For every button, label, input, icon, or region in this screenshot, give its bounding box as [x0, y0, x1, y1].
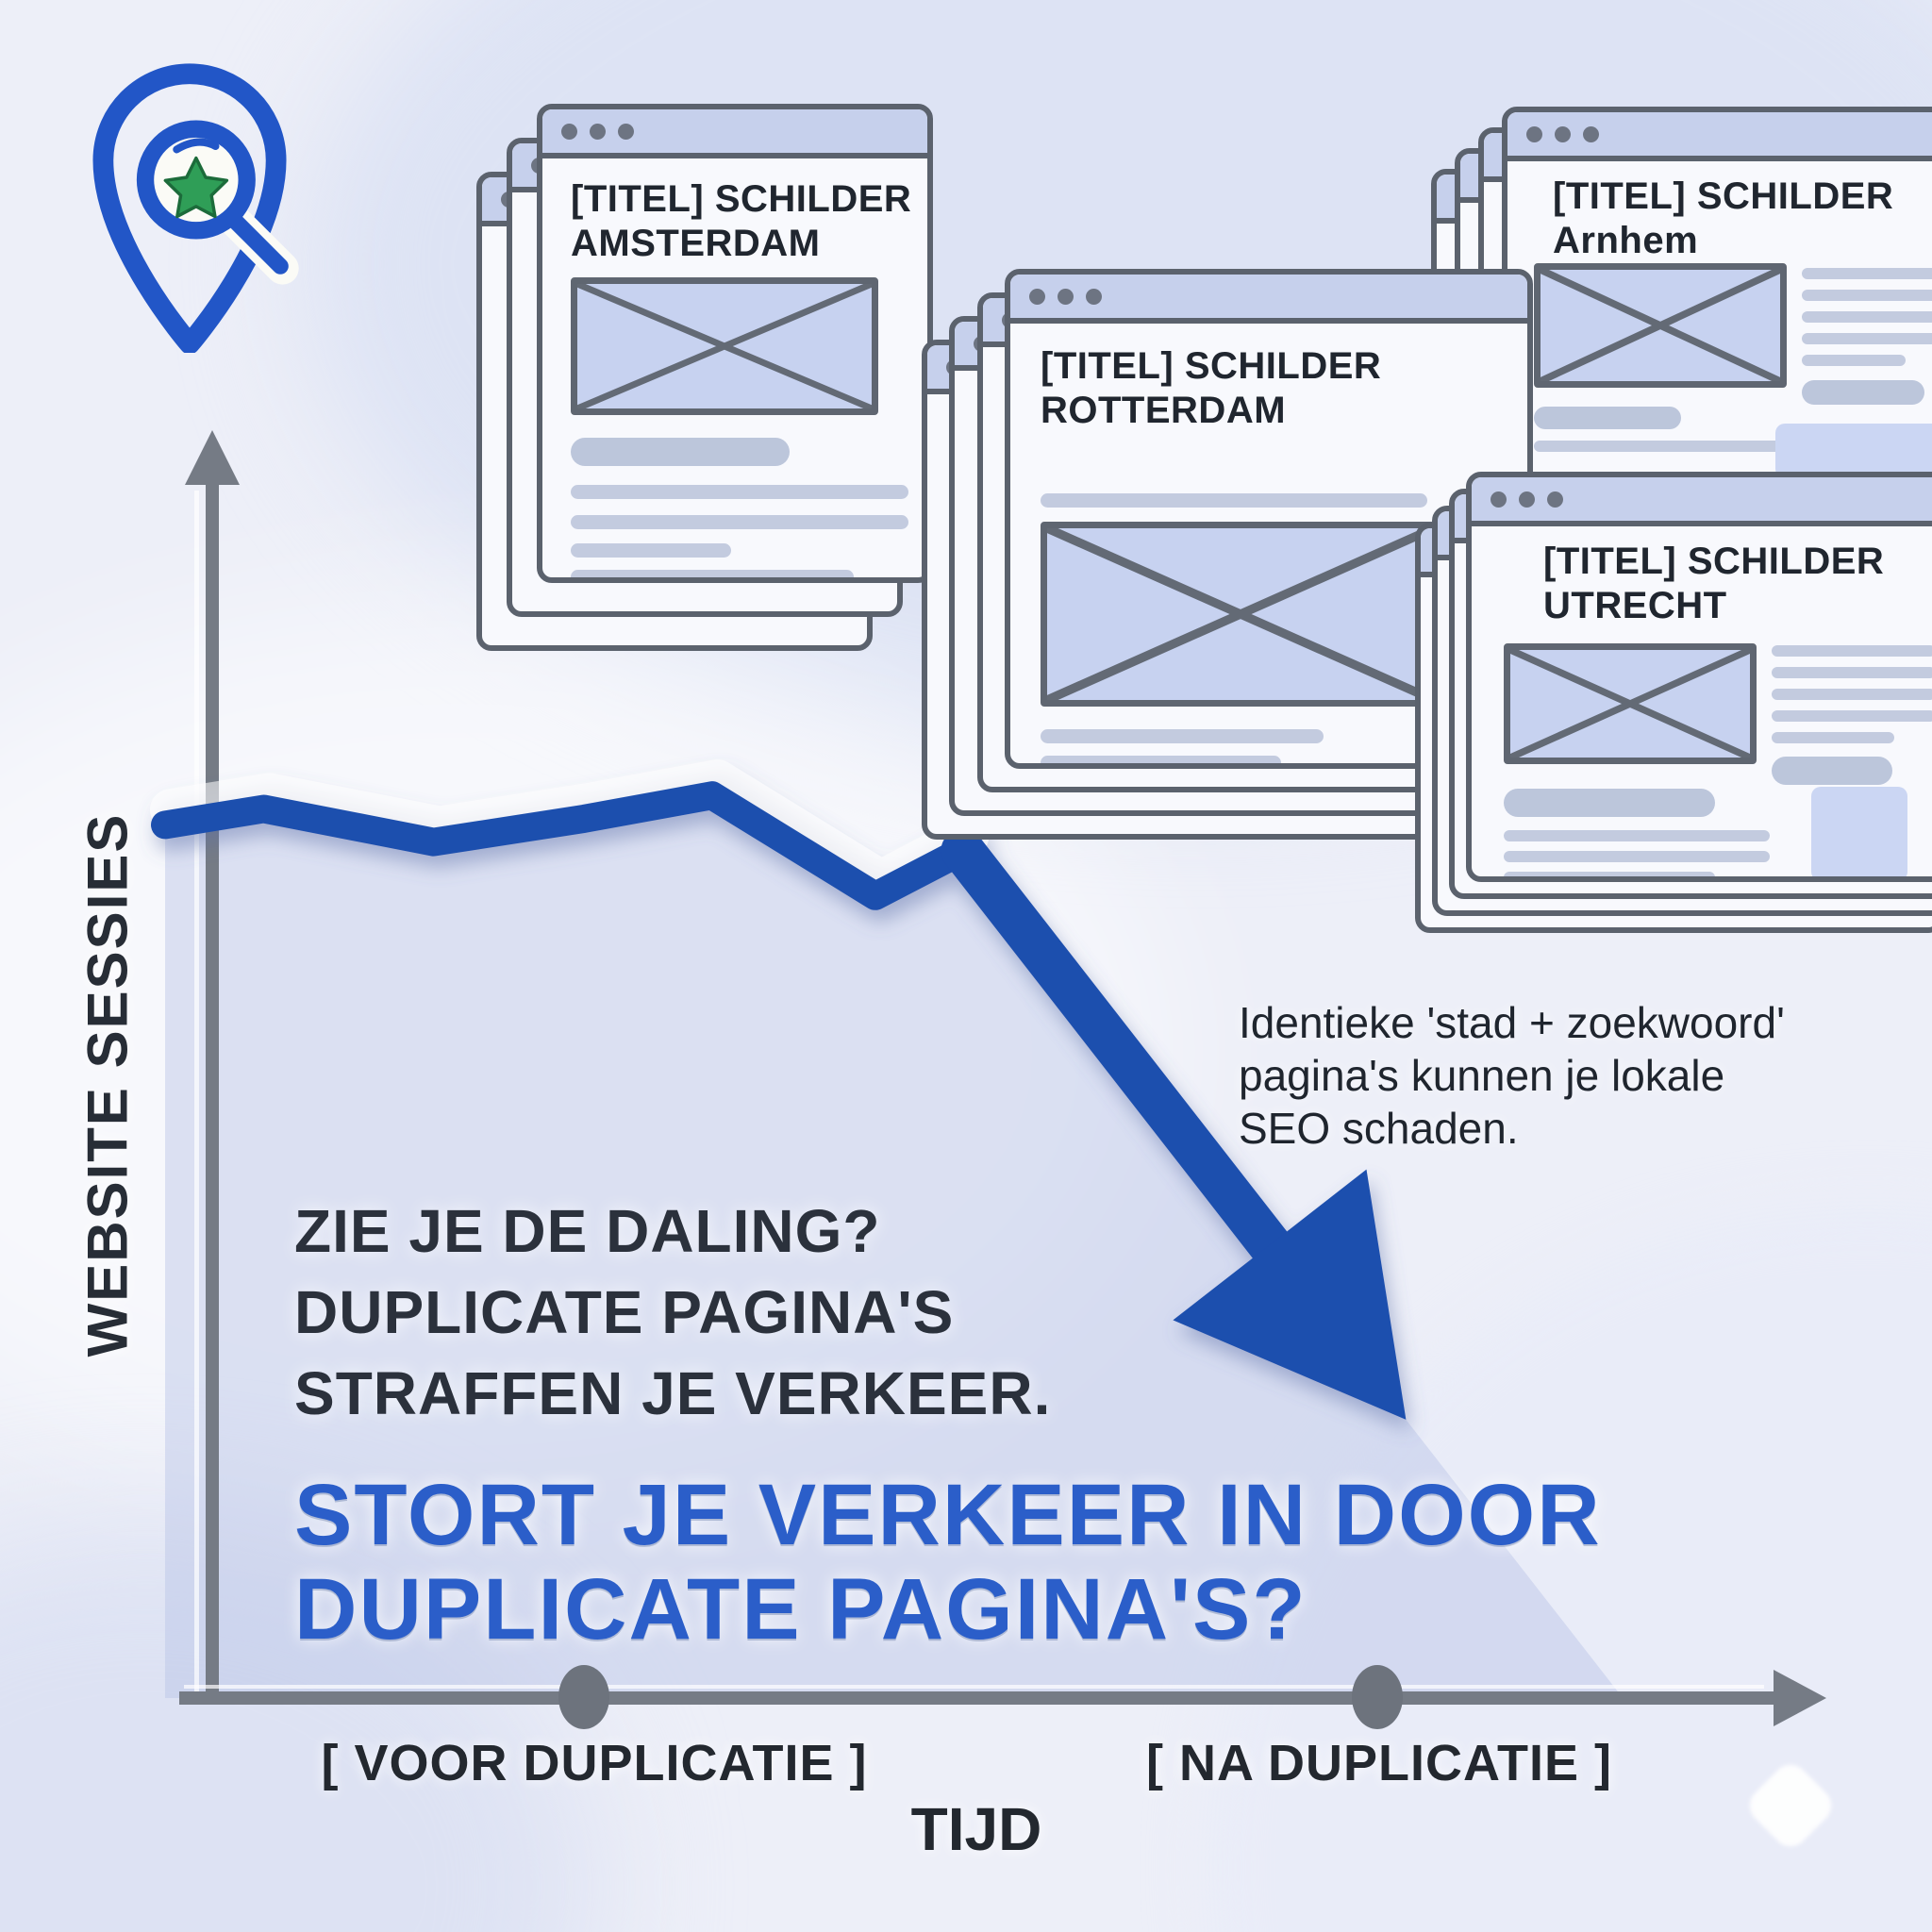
skeleton-line: [571, 570, 854, 577]
area-under-line: [165, 795, 1624, 1698]
skeleton-line: [1504, 830, 1770, 841]
window-dot-icon: [1029, 288, 1045, 305]
seo-warning-note: Identieke 'stad + zoekwoord' pagina's ku…: [1239, 998, 1785, 1153]
declining-traffic-arrow: [150, 759, 1407, 1420]
window-titlebar: [542, 109, 927, 158]
skeleton-pill: [571, 438, 790, 466]
window-dot-icon: [1058, 288, 1074, 305]
skeleton-pill: [1504, 789, 1715, 817]
image-placeholder: [1041, 522, 1441, 707]
skeleton-line: [1802, 311, 1932, 323]
skeleton-line: [1772, 645, 1932, 657]
skeleton-line: [1504, 872, 1715, 876]
x-tick-voor-duplicatie: [ VOOR DUPLICATIE ]: [321, 1735, 868, 1791]
image-placeholder: [1504, 643, 1757, 764]
x-axis-label: TIJD: [910, 1795, 1042, 1863]
skeleton-line: [1772, 710, 1932, 722]
window-dot-icon: [590, 123, 606, 140]
image-placeholder: [571, 277, 878, 415]
skeleton-line: [1802, 333, 1932, 344]
x-tick-na-duplicatie: [ NA DUPLICATIE ]: [1146, 1735, 1612, 1791]
skeleton-line: [571, 515, 908, 529]
skeleton-line: [1802, 355, 1906, 366]
skeleton-line: [1772, 732, 1894, 743]
headline-blue: STORT JE VERKEER IN DOOR DUPLICATE PAGIN…: [294, 1467, 1602, 1657]
skeleton-line: [571, 485, 908, 499]
y-axis-label: WEBSITE SESSIES: [75, 812, 140, 1357]
skeleton-line: [1772, 667, 1932, 678]
content-block: [1775, 424, 1932, 478]
image-placeholder: [1534, 263, 1787, 388]
skeleton-line: [1772, 689, 1932, 700]
skeleton-line: [1802, 290, 1932, 301]
window-dot-icon: [1526, 125, 1542, 142]
skeleton-pill: [1534, 407, 1681, 429]
skeleton-line: [1802, 268, 1932, 279]
skeleton-line: [1041, 756, 1281, 763]
window-dot-icon: [561, 123, 577, 140]
window-dot-icon: [618, 123, 634, 140]
skeleton-line: [571, 543, 731, 558]
window-titlebar: [1507, 112, 1932, 161]
local-seo-pin-logo-icon: [92, 63, 299, 353]
headline-dark: ZIE JE DE DALING? DUPLICATE PAGINA'S STR…: [294, 1197, 1052, 1427]
skeleton-pill: [1772, 757, 1892, 785]
window-dot-icon: [1547, 491, 1563, 508]
skeleton-line: [1041, 493, 1427, 508]
chart-axes: [179, 430, 1826, 1729]
window-titlebar: [1010, 275, 1527, 324]
window-titlebar: [1472, 477, 1932, 526]
skeleton-line: [1041, 729, 1324, 743]
window-dot-icon: [1086, 288, 1102, 305]
skeleton-pill: [1802, 380, 1924, 405]
window-dot-icon: [1519, 491, 1535, 508]
window-dot-icon: [1583, 125, 1599, 142]
window-dot-icon: [1491, 491, 1507, 508]
skeleton-line: [1504, 851, 1770, 862]
window-dot-icon: [1555, 125, 1571, 142]
skeleton-line: [1534, 441, 1781, 452]
content-block: [1811, 787, 1907, 876]
